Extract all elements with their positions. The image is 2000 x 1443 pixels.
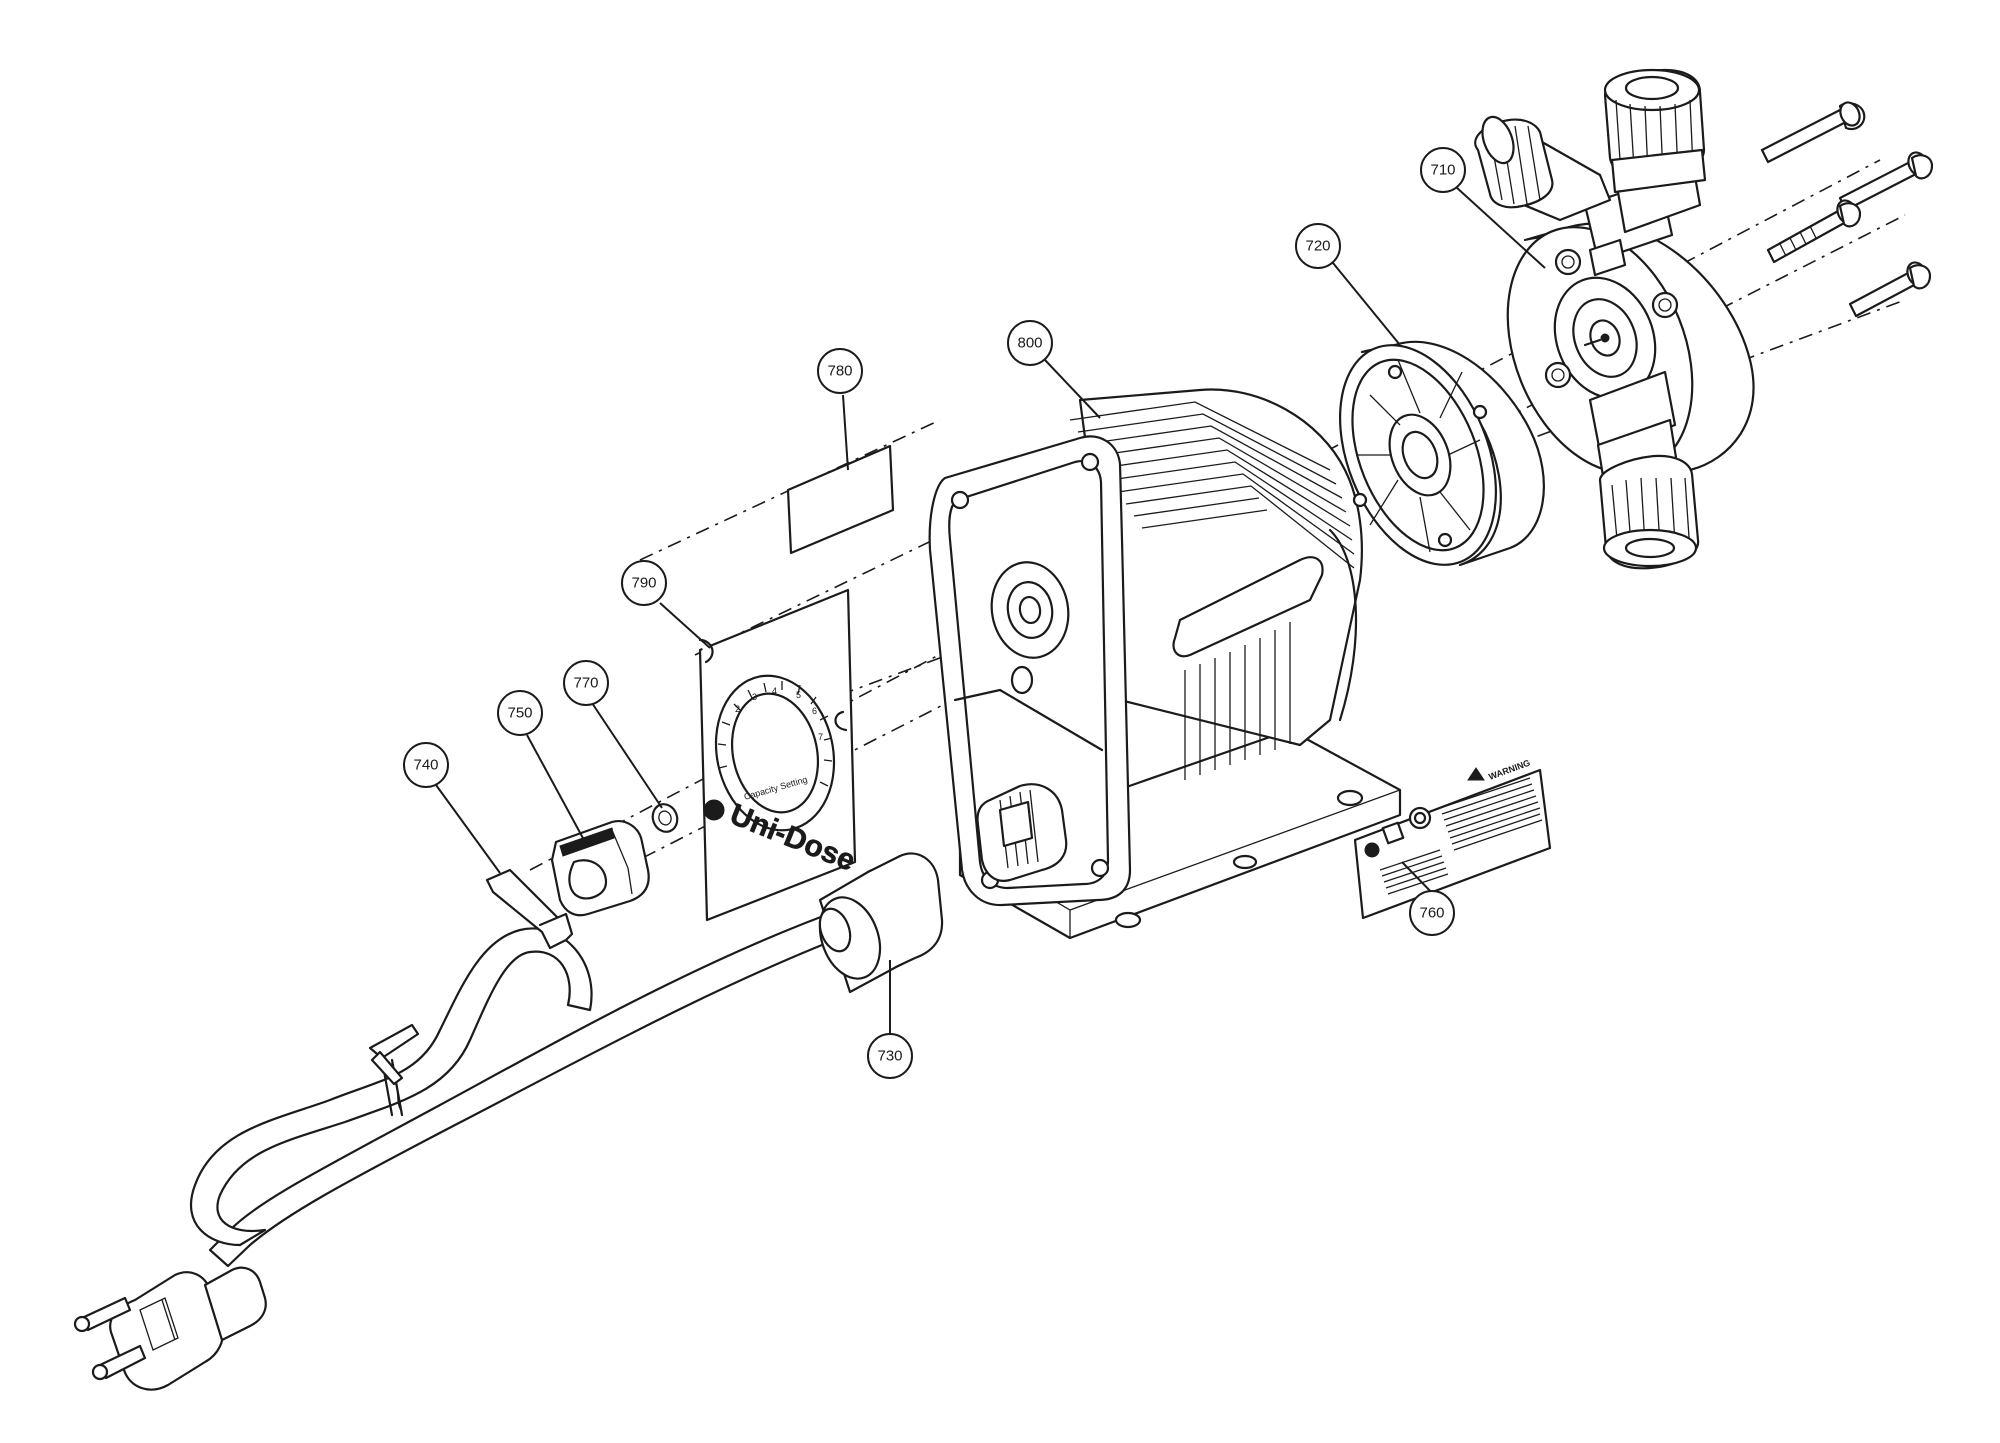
diaphragm-adapter xyxy=(1339,340,1545,567)
callout-780-label: 780 xyxy=(827,363,852,380)
pump-housing xyxy=(928,388,1402,940)
callout-730: 730 xyxy=(867,1033,913,1079)
callout-720-label: 720 xyxy=(1305,238,1330,255)
callout-790: 790 xyxy=(621,560,667,606)
faceplate: 2 3 4 5 6 7 Capacity Setting Uni-Dose xyxy=(698,588,860,922)
cable-gland xyxy=(818,852,944,994)
knob-clip xyxy=(485,868,574,950)
warning-label: WARNING xyxy=(1353,758,1552,920)
svg-text:5: 5 xyxy=(796,690,801,700)
callout-720: 720 xyxy=(1295,223,1341,269)
callout-800: 800 xyxy=(1007,320,1053,366)
callout-800-label: 800 xyxy=(1017,335,1042,352)
svg-text:2: 2 xyxy=(735,704,740,714)
callout-740: 740 xyxy=(403,742,449,788)
callout-750: 750 xyxy=(497,690,543,736)
callout-710: 710 xyxy=(1420,147,1466,193)
callout-760-label: 760 xyxy=(1419,905,1444,922)
pump-head xyxy=(1474,68,1755,570)
callout-leaders xyxy=(435,186,1546,1034)
power-cord xyxy=(73,906,862,1391)
callout-780: 780 xyxy=(817,348,863,394)
callout-770-label: 770 xyxy=(573,675,598,692)
svg-text:4: 4 xyxy=(772,686,777,696)
control-knob xyxy=(550,820,650,917)
callout-740-label: 740 xyxy=(413,757,438,774)
svg-text:6: 6 xyxy=(812,706,817,716)
svg-text:3: 3 xyxy=(752,692,757,702)
callout-790-label: 790 xyxy=(631,575,656,592)
callout-750-label: 750 xyxy=(507,705,532,722)
callout-770: 770 xyxy=(563,660,609,706)
washer xyxy=(651,803,679,833)
callout-760: 760 xyxy=(1409,890,1455,936)
callout-730-label: 730 xyxy=(877,1048,902,1065)
blank-label xyxy=(786,444,895,555)
callout-710-label: 710 xyxy=(1430,162,1455,179)
svg-text:7: 7 xyxy=(818,732,823,742)
head-bolts xyxy=(1760,101,1934,318)
